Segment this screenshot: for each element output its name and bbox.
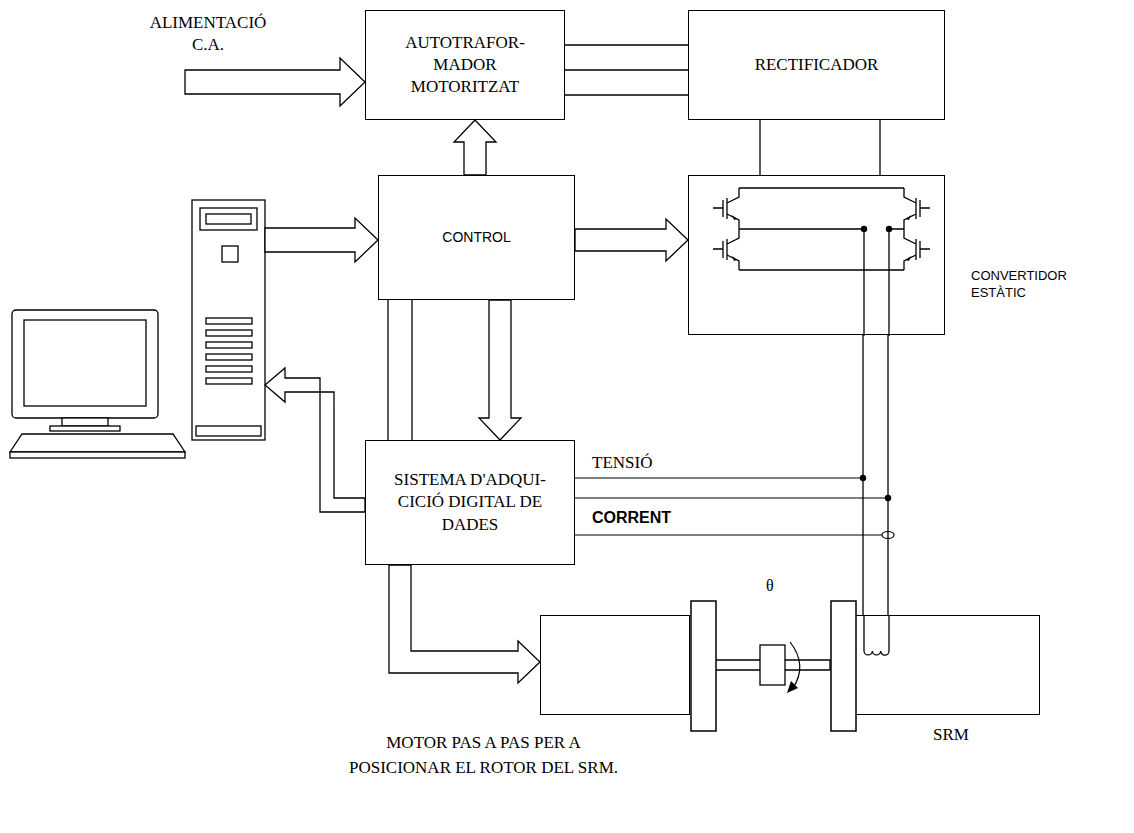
component-drawing [689, 176, 944, 334]
bridge-wiring [739, 188, 904, 336]
process-box: CONTROL [378, 175, 575, 300]
box-label: RECTIFICADOR [755, 54, 879, 76]
data-arrow [265, 368, 365, 512]
junction-dot [860, 475, 866, 481]
rotation-arrow [790, 642, 800, 688]
power-wire [759, 120, 760, 175]
component-box: CONVERTIDOR ESTÀTIC [688, 175, 945, 335]
rotation-arrowhead [787, 681, 798, 693]
data-arrow [265, 218, 378, 262]
process-box: SISTEMA D'ADQUI- CICIÓ DIGITAL DE DADES [365, 440, 575, 565]
supply-arrow [185, 58, 365, 106]
component-label: CONVERTIDOR ESTÀTIC [971, 268, 1096, 302]
component-drawing [856, 616, 1039, 714]
signal-arrow [575, 219, 688, 261]
computer-monitor [10, 310, 185, 458]
power-wire [565, 69, 688, 70]
coil-symbol [864, 616, 889, 655]
supply-label: ALIMENTACIÓ C.A. [138, 12, 278, 56]
power-wire [565, 44, 688, 45]
signal-label: TENSIÓ [592, 452, 652, 474]
igbt-symbol [713, 188, 739, 229]
computer-tower [192, 200, 265, 440]
power-wire [879, 120, 880, 175]
junction-dot [885, 495, 891, 501]
component-drawing [541, 616, 689, 714]
signal-arrow [389, 565, 540, 683]
igbt-symbol [904, 188, 930, 229]
motor-flange [831, 601, 856, 731]
igbt-symbol [713, 229, 739, 270]
component-label: SRM [891, 724, 1011, 746]
junction-dot [886, 226, 892, 232]
power-wire [565, 94, 688, 95]
process-box: AUTOTRAFOR- MADOR MOTORITZAT [365, 10, 565, 120]
signal-arrow [454, 120, 496, 175]
box-label: CONTROL [442, 228, 510, 246]
component-label: MOTOR PAS A PAS PER A POSICIONAR EL ROTO… [341, 731, 626, 780]
power-wire [387, 300, 388, 440]
angle-label: θ [766, 576, 774, 597]
box-label: SISTEMA D'ADQUI- CICIÓ DIGITAL DE DADES [374, 469, 566, 535]
motor-flange [691, 601, 716, 731]
power-wire [411, 300, 412, 440]
igbt-symbol [904, 229, 930, 270]
process-box: RECTIFICADOR [688, 10, 945, 120]
component-box: SRM [855, 615, 1040, 715]
measurement-wire [575, 478, 894, 539]
power-wire [887, 335, 888, 615]
junction-dot [861, 226, 867, 232]
shaft-coupling [760, 645, 785, 685]
signal-label: CORRENT [592, 508, 671, 529]
component-box: MOTOR PAS A PAS PER A POSICIONAR EL ROTO… [540, 615, 690, 715]
signal-arrow [479, 300, 521, 440]
box-label: AUTOTRAFOR- MADOR MOTORITZAT [403, 32, 528, 98]
